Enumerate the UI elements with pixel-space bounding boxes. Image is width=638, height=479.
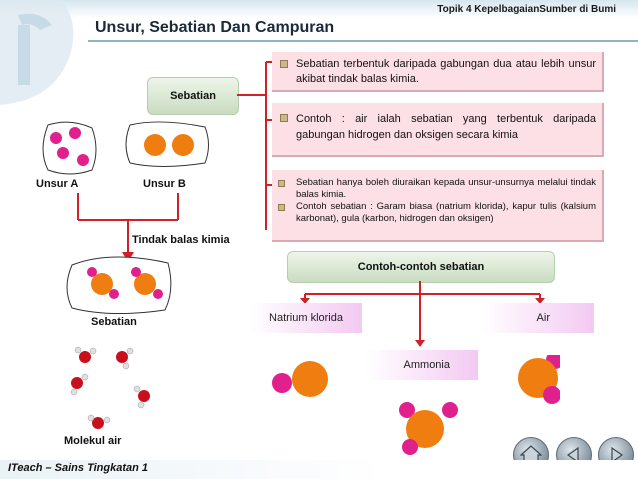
topic-header: Topik 4 KepelbagaianSumber di Bumi: [437, 4, 616, 15]
note-text: Contoh : air ialah sebatian yang terbent…: [272, 111, 596, 143]
unsur-b-atom: [144, 134, 166, 156]
examples-title: Contoh-contoh sebatian: [357, 261, 485, 273]
notes-bracket: [237, 61, 274, 230]
water-molecule: [116, 347, 134, 370]
examples-title-box: Contoh-contoh sebatian: [287, 251, 555, 283]
example-air: Air: [482, 303, 594, 333]
next-icon: [611, 446, 624, 464]
examples-tree: [300, 281, 545, 347]
reaction-label: Tindak balas kimia: [132, 234, 230, 246]
decorative-logo: [0, 0, 74, 105]
unsur-a-atom: [50, 132, 62, 144]
formation-diagram: [42, 121, 209, 429]
unsur-b-label: Unsur B: [143, 178, 186, 190]
sebatian-box: Sebatian: [147, 77, 239, 115]
unsur-b-outline: [125, 121, 209, 167]
unsur-b-atom: [172, 134, 194, 156]
water-molecule: [87, 414, 111, 429]
water-molecule: [133, 385, 150, 409]
unsur-a-atom: [77, 154, 89, 166]
footer: ITeach – Sains Tingkatan 1: [0, 460, 638, 479]
water-molecule: [74, 346, 97, 363]
note-text: Contoh sebatian : Garam biasa (natrium k…: [272, 201, 596, 225]
molekul-air-label: Molekul air: [64, 435, 122, 447]
unsur-a-atom: [69, 127, 81, 139]
example-molecules: [272, 355, 560, 455]
note-definition: Sebatian terbentuk daripada gabungan dua…: [272, 52, 604, 92]
unsur-a-outline: [42, 121, 97, 175]
ammonia-molecule: [399, 402, 458, 455]
note-example-water: Contoh : air ialah sebatian yang terbent…: [272, 103, 604, 157]
natrium-klorida-molecule: [272, 361, 328, 397]
water-molecule: [70, 373, 89, 396]
back-icon: [566, 446, 579, 464]
example-label: Ammonia: [403, 359, 450, 371]
top-band: [0, 0, 638, 18]
air-molecule: [518, 355, 560, 404]
footer-text: ITeach – Sains Tingkatan 1: [8, 462, 148, 474]
title-underline: [88, 40, 638, 42]
note-decomposition: Sebatian hanya boleh diuraikan kepada un…: [272, 170, 604, 242]
example-label: Air: [536, 312, 550, 324]
sebatian-box-label: Sebatian: [170, 90, 216, 102]
sebatian-label: Sebatian: [91, 316, 137, 328]
example-ammonia: Ammonia: [366, 350, 478, 380]
unsur-a-atom: [57, 147, 69, 159]
example-natrium-klorida: Natrium klorida: [250, 303, 362, 333]
page-title: Unsur, Sebatian Dan Campuran: [95, 19, 335, 36]
example-label: Natrium klorida: [269, 312, 343, 324]
note-text: Sebatian hanya boleh diuraikan kepada un…: [272, 177, 596, 201]
unsur-a-label: Unsur A: [36, 178, 79, 190]
note-text: Sebatian terbentuk daripada gabungan dua…: [272, 57, 596, 87]
